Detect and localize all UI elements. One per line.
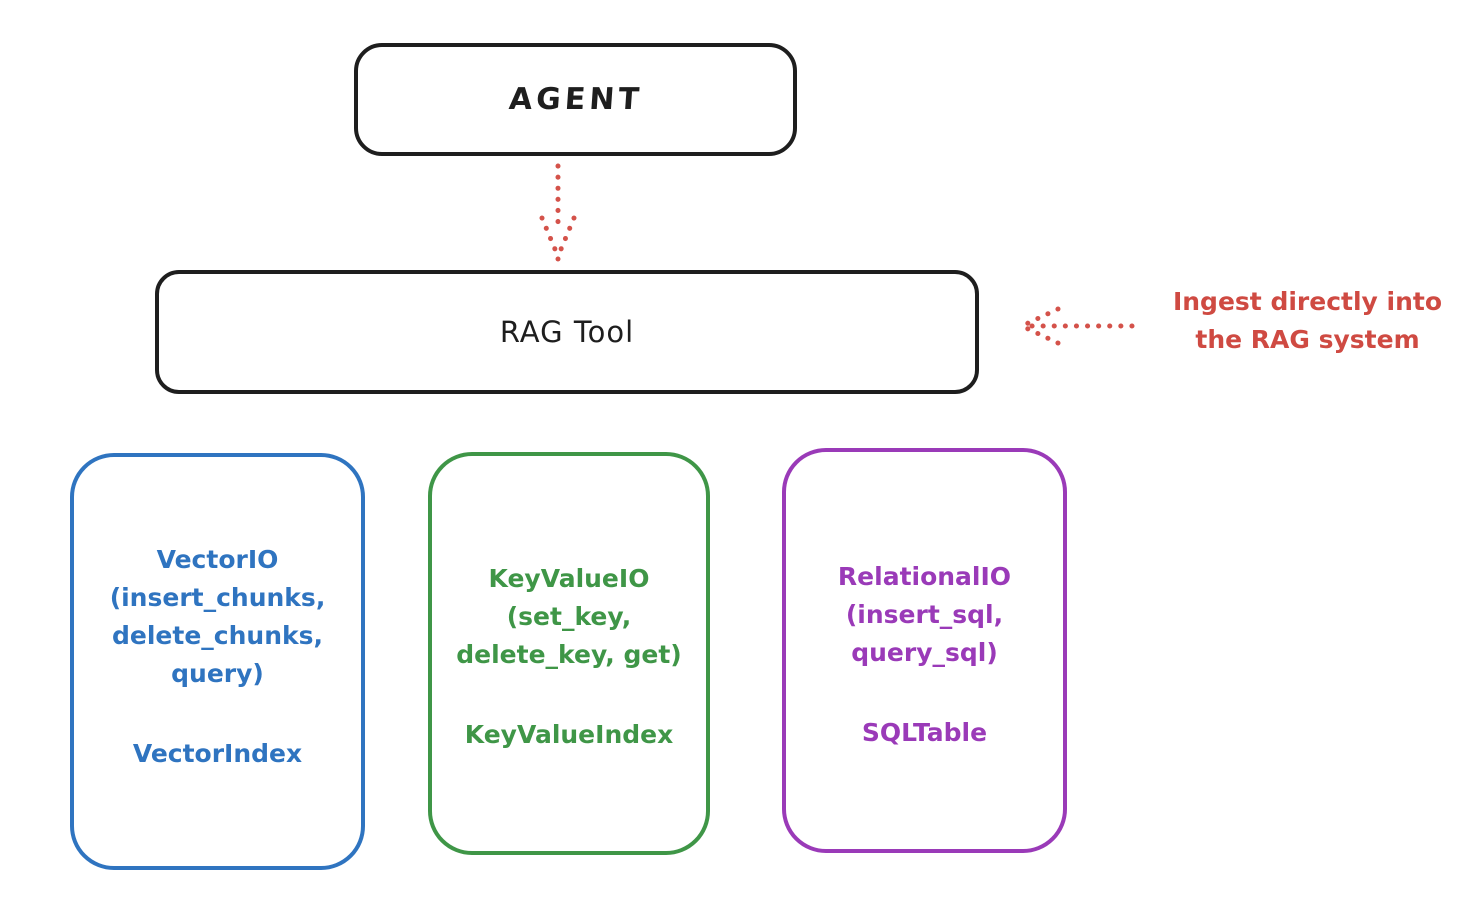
rag-tool-label: RAG Tool <box>499 315 635 349</box>
vector-index-label: VectorIndex <box>132 739 303 768</box>
keyvalue-io-box: KeyValueIO (set_key, delete_key, get) Ke… <box>428 452 710 855</box>
agent-box: AGENT <box>354 43 797 156</box>
vector-io-methods-line2: delete_chunks, <box>112 621 323 650</box>
vector-io-box: VectorIO (insert_chunks, delete_chunks, … <box>70 453 365 870</box>
relational-io-title: RelationalIO <box>837 562 1012 591</box>
relational-io-box: RelationalIO (insert_sql, query_sql) SQL… <box>782 448 1067 853</box>
relational-io-methods-line2: query_sql) <box>851 638 998 667</box>
vector-io-title: VectorIO <box>156 545 279 574</box>
rag-tool-box: RAG Tool <box>155 270 979 394</box>
relational-io-methods-line1: (insert_sql, <box>845 600 1004 629</box>
dotted-arrow-left-icon <box>1021 306 1135 346</box>
dotted-arrow-down-icon <box>539 163 577 262</box>
sql-table-label: SQLTable <box>861 718 988 747</box>
ingest-annotation: Ingest directly into the RAG system <box>1140 283 1475 359</box>
keyvalue-io-title: KeyValueIO <box>488 564 650 593</box>
keyvalue-io-methods-line2: delete_key, get) <box>456 640 682 669</box>
keyvalue-io-methods-line1: (set_key, <box>506 602 632 631</box>
vector-io-methods-line1: (insert_chunks, <box>109 583 326 612</box>
ingest-annotation-line2: the RAG system <box>1195 325 1420 354</box>
vector-io-methods-line3: query) <box>171 659 264 688</box>
ingest-annotation-line1: Ingest directly into <box>1172 287 1443 316</box>
keyvalue-index-label: KeyValueIndex <box>464 720 674 749</box>
agent-label: AGENT <box>507 82 644 117</box>
